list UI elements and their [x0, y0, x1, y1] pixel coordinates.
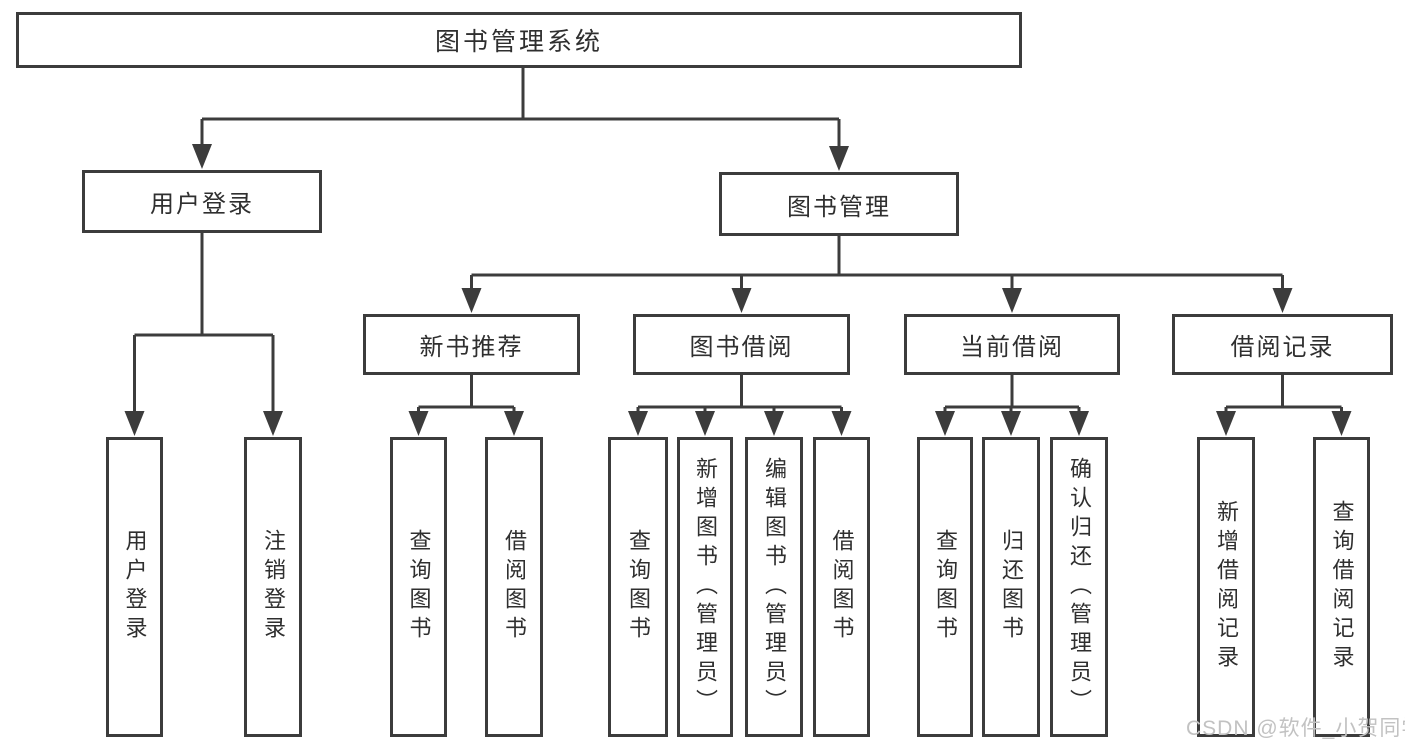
node-label: 用户登录 [122, 529, 148, 645]
arrowhead [628, 411, 648, 436]
node-current-borrowing: 当前借阅 [904, 314, 1120, 375]
node-label: 图书管理 [787, 193, 891, 221]
node-label: 图书管理系统 [434, 28, 603, 56]
arrowhead [124, 411, 145, 436]
leaf-borrow-books-borrowing: 借阅图书 [813, 437, 870, 737]
connector-borrowing-records-children [1216, 375, 1352, 436]
leaf-return-books: 归还图书 [982, 437, 1040, 737]
node-label: 借阅图书 [502, 529, 527, 645]
arrowhead [1331, 411, 1352, 436]
arrowhead [461, 288, 482, 313]
node-label: 借阅记录 [1230, 334, 1335, 361]
leaf-add-borrow-record: 新增借阅记录 [1197, 437, 1255, 737]
node-label: 确认归还（管理员） [1067, 456, 1092, 718]
arrowhead [1216, 411, 1236, 436]
arrowhead [764, 411, 784, 436]
node-book-borrowing: 图书借阅 [633, 314, 850, 375]
node-label: 借阅图书 [829, 529, 855, 645]
leaf-query-books-current: 查询图书 [917, 437, 973, 737]
arrowhead [1272, 288, 1293, 313]
node-label: 图书借阅 [689, 334, 794, 361]
arrowhead [1001, 411, 1021, 436]
arrowhead [829, 146, 849, 171]
arrowhead [408, 411, 429, 436]
node-label: 查询图书 [406, 529, 432, 645]
connector-current-borrowing-children [935, 375, 1089, 436]
connector-user-login-children [124, 233, 283, 436]
node-book-management: 图书管理 [719, 172, 959, 236]
leaf-query-borrow-record: 查询借阅记录 [1313, 437, 1370, 737]
node-user-login: 用户登录 [82, 170, 322, 233]
arrowhead [831, 411, 852, 436]
node-label: 新增借阅记录 [1214, 500, 1239, 674]
arrowhead [1002, 288, 1022, 313]
node-label: 注销登录 [261, 529, 286, 645]
node-borrowing-records: 借阅记录 [1172, 314, 1393, 375]
node-label: 新增图书（管理员） [693, 456, 718, 718]
arrowhead [935, 411, 955, 436]
node-label: 用户登录 [150, 191, 254, 218]
leaf-add-book-admin: 新增图书（管理员） [677, 437, 733, 737]
node-label: 查询图书 [933, 529, 958, 645]
leaf-user-login: 用户登录 [106, 437, 163, 737]
leaf-logout: 注销登录 [244, 437, 302, 737]
leaf-borrow-books-recommend: 借阅图书 [485, 437, 543, 737]
arrowhead [695, 411, 715, 436]
watermark-text: CSDN @软件_小贺同学 [1186, 717, 1405, 740]
connector-new-book-children [408, 375, 524, 436]
node-label: 新书推荐 [419, 334, 524, 361]
arrowhead [1069, 411, 1089, 436]
node-label: 查询借阅记录 [1329, 500, 1355, 674]
node-library-system: 图书管理系统 [16, 12, 1022, 68]
connector-root-to-level2 [192, 67, 849, 171]
arrowhead [731, 288, 752, 313]
arrowhead [192, 144, 212, 169]
node-label: 查询图书 [626, 529, 651, 645]
connector-book-management-children [461, 236, 1293, 313]
node-label: 编辑图书（管理员） [762, 456, 787, 718]
leaf-query-books-recommend: 查询图书 [390, 437, 447, 737]
node-label: 归还图书 [999, 529, 1024, 645]
node-new-book-recommend: 新书推荐 [363, 314, 580, 375]
leaf-confirm-return-admin: 确认归还（管理员） [1050, 437, 1108, 737]
leaf-edit-book-admin: 编辑图书（管理员） [745, 437, 803, 737]
node-label: 当前借阅 [960, 334, 1064, 361]
arrowhead [504, 411, 524, 436]
arrowhead [263, 411, 283, 436]
connector-book-borrowing-children [628, 375, 852, 436]
leaf-query-books-borrowing: 查询图书 [608, 437, 668, 737]
